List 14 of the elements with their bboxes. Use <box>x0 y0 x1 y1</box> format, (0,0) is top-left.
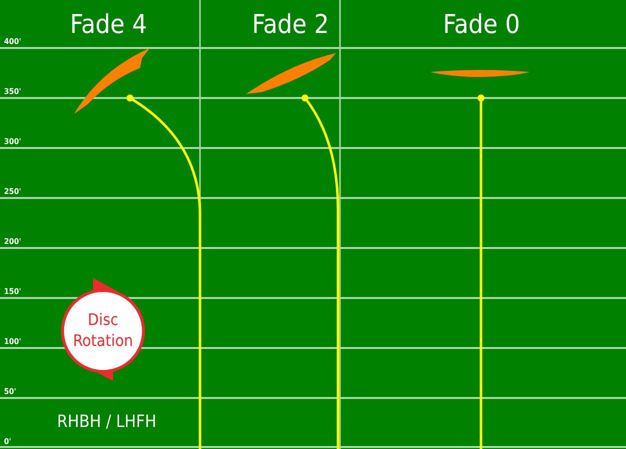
axis-tick-label: 0' <box>4 437 12 446</box>
axis-tick-label: 200' <box>4 237 22 246</box>
axis-tick-label: 300' <box>4 137 22 146</box>
rotation-circle: Disc Rotation <box>61 289 145 373</box>
column-heading: Fade 2 <box>252 10 329 40</box>
axis-tick-label: 50' <box>4 387 16 396</box>
axis-tick-label: 150' <box>4 287 22 296</box>
axis-tick-label: 100' <box>4 337 22 346</box>
column-heading: Fade 4 <box>70 10 147 40</box>
throw-type-label: RHBH / LHFH <box>57 412 156 432</box>
column-heading: Fade 0 <box>443 10 520 40</box>
axis-tick-label: 350' <box>4 87 22 96</box>
axis-tick-label: 250' <box>4 187 22 196</box>
axis-tick-label: 400' <box>4 37 22 46</box>
